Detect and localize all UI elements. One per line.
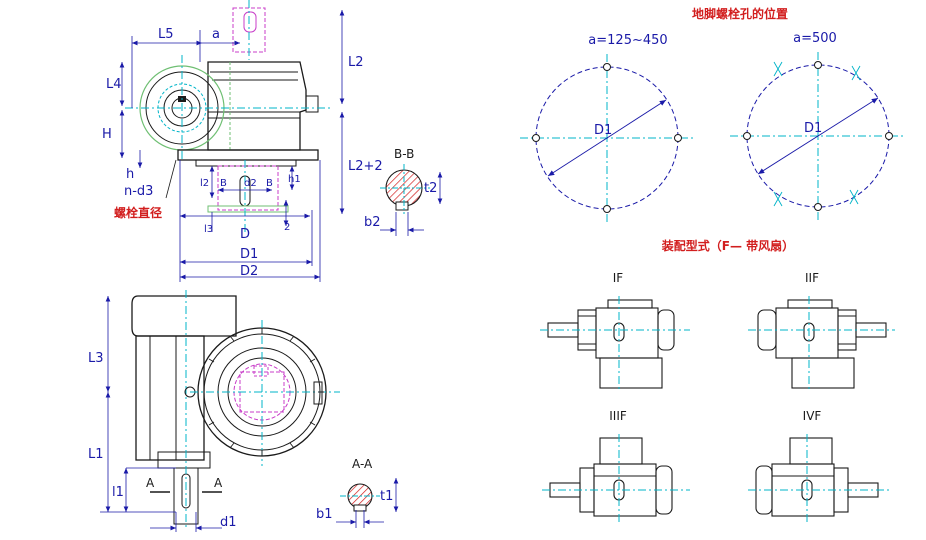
bolt-circle-8-D1: D1 — [804, 121, 822, 136]
dim-b1: b1 — [316, 507, 333, 522]
dim-b2: b2 — [364, 215, 381, 230]
section-mark-A-right: A — [214, 476, 223, 490]
bolt-positions-title: 地脚螺栓孔的位置 — [692, 6, 788, 21]
assembly-form-IVF-label: IVF — [803, 409, 822, 423]
dim-L1: L1 — [88, 447, 104, 462]
dim-L2: L2 — [348, 55, 364, 70]
dim-l3: l3 — [204, 224, 213, 235]
dim-B-right: B — [266, 178, 273, 189]
top-view — [131, 290, 340, 530]
dim-L3: L3 — [88, 351, 104, 366]
dim-a: a — [212, 27, 220, 42]
section-bb: B-B t2 b2 — [364, 147, 443, 236]
section-mark-A-left: A — [146, 476, 155, 490]
dim-L5: L5 — [158, 27, 174, 42]
dim-h: h — [126, 167, 134, 182]
front-view-dimensions — [119, 10, 345, 282]
assembly-form-IIF: IIF — [748, 271, 895, 392]
dim-D: D — [240, 227, 250, 242]
assembly-form-IF-label: IF — [613, 271, 624, 285]
front-view — [125, 0, 330, 235]
dim-n-d3: n-d3 — [124, 184, 153, 199]
assembly-form-IIIF-label: IIIF — [609, 409, 627, 423]
section-aa-label: A-A — [352, 457, 373, 471]
dim-t1: t1 — [380, 489, 393, 504]
assembly-form-IF: IF — [540, 271, 690, 392]
dim-d2: d2 — [244, 178, 257, 189]
dim-L4: L4 — [106, 77, 122, 92]
dim-L2-plus-2: L2+2 — [348, 159, 383, 174]
assembly-form-IIIF: IIIF — [542, 409, 690, 524]
bolt-circle-8-holes: a=500 D1 — [730, 31, 905, 220]
assembly-form-IIF-label: IIF — [805, 271, 819, 285]
dim-D2: D2 — [240, 264, 258, 279]
dim-2: 2 — [284, 222, 290, 233]
dim-t2: t2 — [424, 181, 437, 196]
dim-H: H — [102, 127, 112, 142]
top-view-dimensions — [100, 296, 222, 532]
dim-D1: D1 — [240, 247, 258, 262]
bolt-circle-4-label: a=125~450 — [588, 33, 667, 48]
dim-d1: d1 — [220, 515, 237, 530]
section-aa: A-A t1 b1 — [316, 457, 399, 528]
dim-B-left: B — [220, 178, 227, 189]
bolt-circle-4-D1: D1 — [594, 123, 612, 138]
dim-l2: l2 — [200, 178, 209, 189]
front-view-labels: L5 a L2 L4 H h n-d3 L2+2 l2 B d2 B h1 l3… — [102, 27, 383, 279]
bolt-diameter-label: 螺栓直径 — [114, 205, 162, 220]
assembly-form-IVF: IVF — [748, 409, 890, 524]
dim-l1: l1 — [112, 485, 124, 500]
dim-h1: h1 — [288, 174, 301, 185]
assembly-types-title: 装配型式（F— 带风扇） — [661, 238, 794, 253]
bolt-circle-4-holes: a=125~450 D1 — [520, 33, 695, 222]
section-bb-label: B-B — [394, 147, 414, 161]
bolt-circle-8-label: a=500 — [793, 31, 837, 46]
top-view-labels: L3 L1 l1 A A d1 — [88, 351, 237, 530]
